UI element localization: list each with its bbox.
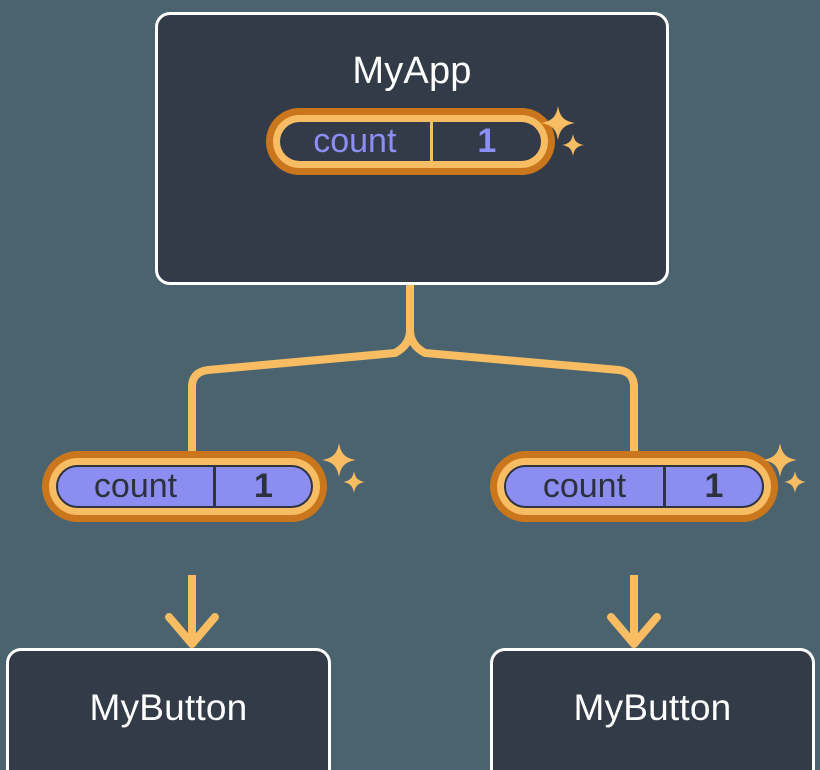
pill-body: count 1: [56, 465, 313, 508]
pill-inner-ring: count 1: [273, 115, 548, 168]
sparkle-small-icon: [562, 134, 584, 156]
state-pill-myapp[interactable]: count 1: [266, 108, 555, 240]
state-key-label: count: [93, 467, 178, 505]
state-pill-right[interactable]: count 1: [490, 451, 778, 575]
sparkle-small-icon: [343, 471, 365, 493]
component-label-mybutton-left: MyButton: [89, 687, 248, 728]
state-value-label: 1: [662, 467, 762, 506]
pill-outer-ring: count 1: [490, 451, 778, 522]
pill-body: count 1: [504, 465, 764, 508]
state-key-label: count: [542, 467, 627, 505]
arrowhead-right-icon: [607, 613, 661, 648]
state-pill-left[interactable]: count 1: [42, 451, 327, 575]
sparkle-large-icon: [763, 443, 797, 477]
pill-inner-ring: count 1: [497, 458, 771, 515]
component-label-myapp: MyApp: [352, 50, 472, 92]
pill-body: count 1: [280, 122, 541, 161]
component-node-myapp[interactable]: MyApp: [155, 12, 669, 285]
arrowhead-left-icon: [165, 613, 219, 648]
pill-outer-ring: count 1: [42, 451, 327, 522]
sparkle-small-icon: [784, 471, 806, 493]
state-value-label: 1: [213, 467, 311, 506]
component-label-mybutton-right: MyButton: [573, 687, 732, 728]
component-node-mybutton-left[interactable]: MyButton: [6, 648, 331, 770]
pill-outer-ring: count 1: [266, 108, 555, 175]
state-value-label: 1: [429, 122, 541, 161]
pill-inner-ring: count 1: [49, 458, 320, 515]
sparkle-large-icon: [322, 443, 356, 477]
component-node-mybutton-right[interactable]: MyButton: [490, 648, 815, 770]
sparkle-large-icon: [541, 106, 575, 140]
state-key-label: count: [313, 122, 397, 160]
edge-myapp-to-right: [406, 282, 638, 455]
edge-myapp-to-left: [188, 282, 414, 455]
